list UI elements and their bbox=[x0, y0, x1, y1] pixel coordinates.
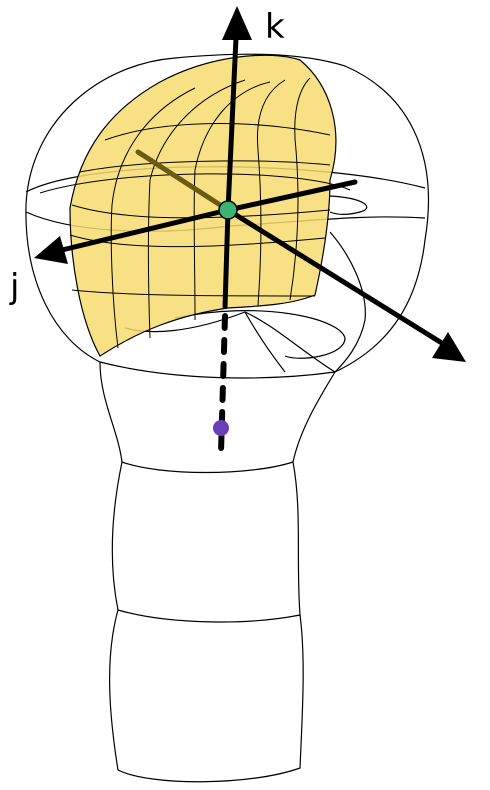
inner-ring bbox=[175, 311, 345, 359]
inner-cut-2 bbox=[245, 312, 285, 372]
origin-point bbox=[219, 201, 237, 219]
i-axis-arrowhead bbox=[432, 332, 466, 362]
neck-segment bbox=[100, 362, 335, 473]
k-axis-arrowhead bbox=[222, 6, 252, 40]
k-axis-label: k bbox=[265, 7, 285, 47]
lower-point bbox=[213, 420, 229, 436]
j-axis-arrowhead bbox=[34, 236, 68, 264]
vertical-axis-down bbox=[225, 210, 228, 308]
highlight-fill bbox=[70, 55, 336, 356]
highlighted-region bbox=[40, 55, 350, 356]
equator-ring-right bbox=[330, 196, 367, 214]
j-axis-label: j bbox=[9, 267, 19, 307]
lower-shaft-segment bbox=[110, 610, 304, 782]
upper-shaft-segment bbox=[112, 462, 300, 622]
